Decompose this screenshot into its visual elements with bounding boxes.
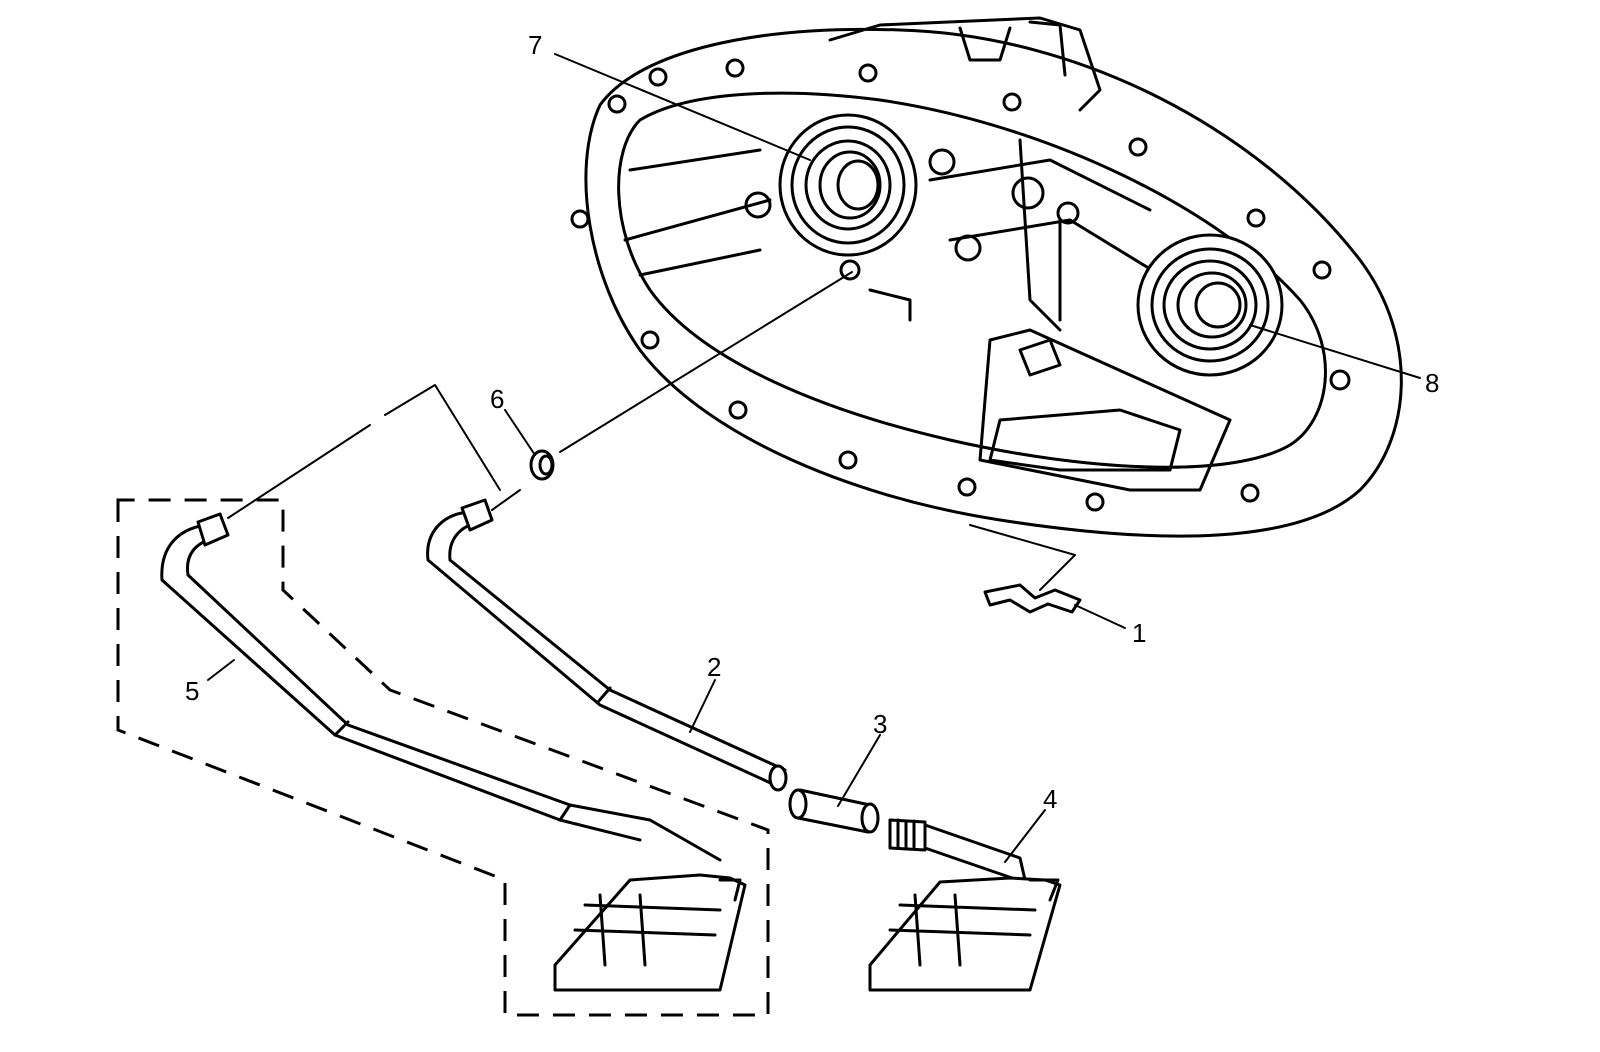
clip-leader-line bbox=[969, 524, 1076, 591]
pickup-tube-screen bbox=[868, 818, 1062, 992]
callout-6: 6 bbox=[490, 384, 504, 414]
coupling-sleeve bbox=[788, 788, 880, 834]
retainer-clip bbox=[983, 583, 1082, 614]
transfer-case-housing bbox=[570, 16, 1403, 538]
callout-8: 8 bbox=[1425, 368, 1439, 398]
callout-4: 4 bbox=[1043, 784, 1057, 814]
bolt-holes bbox=[570, 58, 1351, 512]
tube-alignment-line bbox=[491, 489, 521, 511]
front-bearing bbox=[778, 113, 918, 257]
service-tube-assembly bbox=[160, 512, 747, 992]
pump-tube bbox=[426, 498, 788, 792]
callout-5: 5 bbox=[185, 676, 199, 706]
rear-bearing bbox=[1136, 233, 1284, 377]
callout-3: 3 bbox=[873, 709, 887, 739]
assembly-alignment-line bbox=[227, 384, 501, 519]
service-kit-boundary bbox=[116, 498, 770, 1017]
callout-labels: 1 2 3 4 5 6 7 8 bbox=[185, 30, 1439, 814]
callout-7: 7 bbox=[528, 30, 542, 60]
callout-2: 2 bbox=[707, 652, 721, 682]
oring-alignment-line bbox=[559, 271, 853, 453]
callout-1: 1 bbox=[1132, 618, 1146, 648]
callout-leaders bbox=[207, 53, 1421, 863]
o-ring bbox=[529, 449, 555, 481]
